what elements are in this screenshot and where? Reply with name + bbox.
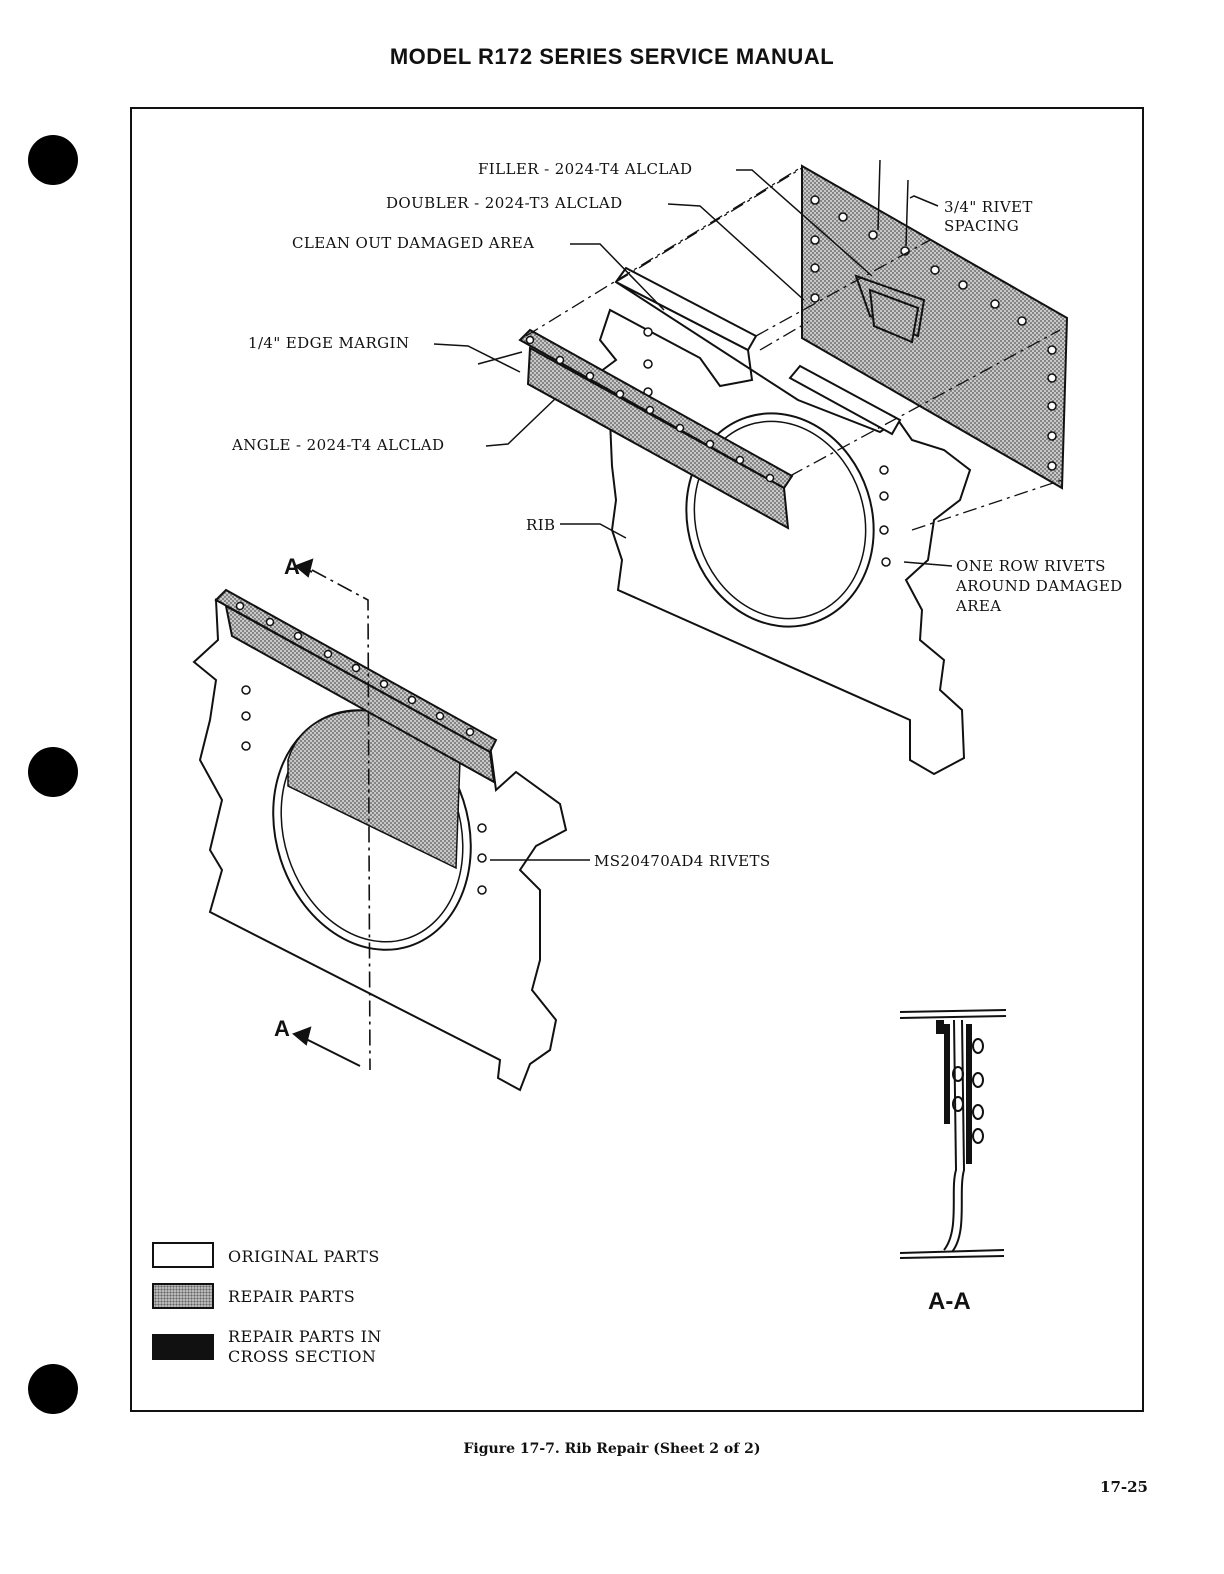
rib-upper-flanges: [614, 266, 902, 436]
legend-cross-label-line1: REPAIR PARTS IN: [228, 1327, 382, 1346]
figure-frame: [130, 107, 1144, 1412]
doubler-label: DOUBLER - 2024-T3 ALCLAD: [386, 194, 623, 212]
lower-rivets: [235, 601, 487, 895]
filler-piece: [854, 274, 926, 344]
section-arrow-bottom-label: A: [274, 1016, 290, 1041]
binder-hole-top: [28, 135, 78, 185]
edge-margin-label: 1/4" EDGE MARGIN: [248, 334, 410, 352]
angle-rivets: [525, 335, 775, 483]
doubler-plate: [801, 164, 1069, 490]
repair-angle: [518, 328, 794, 530]
leader-lines: [433, 159, 953, 861]
section-aa-label: A-A: [928, 1288, 971, 1315]
section-aa-repair-cross: [936, 1020, 972, 1164]
legend-original-swatch: [152, 1242, 214, 1268]
rib-lower: [192, 598, 568, 1092]
angle-label: ANGLE - 2024-T4 ALCLAD: [232, 436, 445, 454]
section-cut-line: [311, 569, 371, 1071]
figure-caption: Figure 17-7. Rib Repair (Sheet 2 of 2): [463, 1441, 761, 1457]
page-header: MODEL R172 SERIES SERVICE MANUAL: [389, 44, 835, 69]
doubler-rivets: [810, 195, 1057, 471]
binder-hole-middle: [28, 747, 78, 797]
rivet-spacing-label-line2: SPACING: [944, 217, 1020, 235]
legend-repair-swatch: [152, 1283, 214, 1309]
legend-original-label: ORIGINAL PARTS: [228, 1247, 380, 1266]
section-aa-view: [899, 1009, 1007, 1259]
rivet-spacing-label-line1: 3/4" RIVET: [944, 198, 1033, 216]
one-row-label-line1: ONE ROW RIVETS: [956, 557, 1106, 575]
rib-label: RIB: [526, 516, 556, 534]
legend-cross-label-line2: CROSS SECTION: [228, 1347, 377, 1366]
clean-out-label: CLEAN OUT DAMAGED AREA: [292, 234, 535, 252]
ms-rivets-label: MS20470AD4 RIVETS: [594, 852, 771, 870]
section-arrow-top-label: A: [284, 554, 300, 579]
rib-upper-holes: [643, 327, 891, 567]
binder-hole-bottom: [28, 1364, 78, 1414]
legend-repair-label: REPAIR PARTS: [228, 1287, 356, 1306]
one-row-label-line3: AREA: [956, 597, 1002, 615]
filler-label: FILLER - 2024-T4 ALCLAD: [478, 160, 693, 178]
page-number: 17-25: [1100, 1478, 1148, 1496]
legend-cross-swatch: [152, 1334, 214, 1360]
section-arrows: [292, 558, 361, 1067]
one-row-label-line2: AROUND DAMAGED: [956, 577, 1123, 595]
